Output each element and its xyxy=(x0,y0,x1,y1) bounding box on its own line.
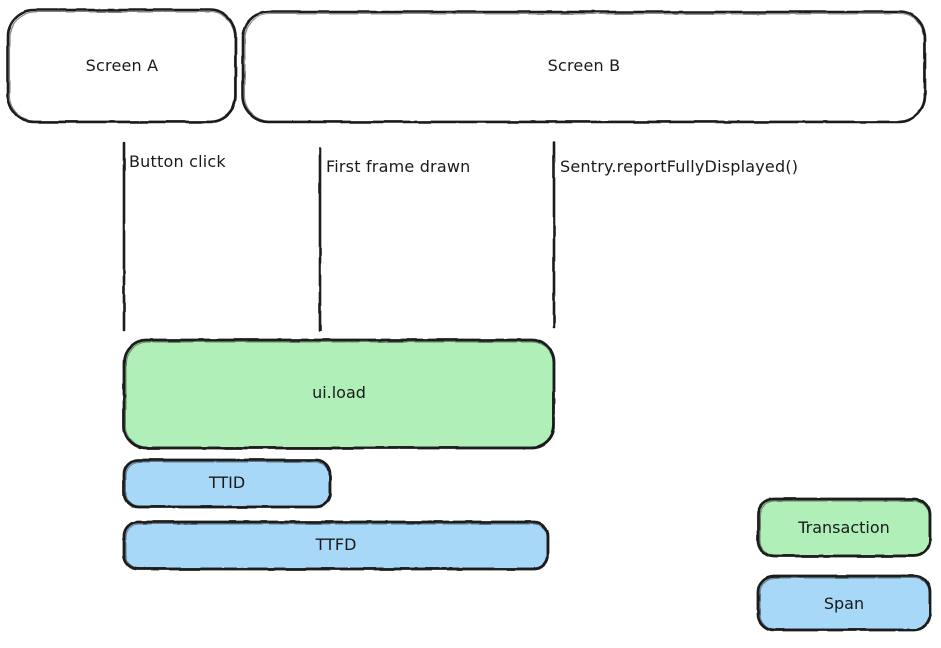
screen-a-box-overdraw xyxy=(9,11,236,122)
timeline-bars xyxy=(122,338,556,571)
bar-ttid[interactable] xyxy=(122,458,332,509)
screen-containers xyxy=(6,8,927,124)
marker-lines xyxy=(122,141,556,332)
legend xyxy=(756,497,932,632)
bar-ttfd-overdraw xyxy=(125,523,548,569)
legend-swatch-span-overdraw xyxy=(759,577,930,630)
screen-a-box[interactable] xyxy=(6,8,238,124)
bar-ttfd[interactable] xyxy=(122,520,550,571)
bar-ttid-overdraw xyxy=(125,461,330,507)
bar-ui-load[interactable] xyxy=(122,338,556,450)
screen-b-box[interactable] xyxy=(241,10,927,124)
legend-swatch-span[interactable] xyxy=(756,574,932,632)
legend-swatch-transaction[interactable] xyxy=(756,497,932,558)
screen-b-box-overdraw xyxy=(244,13,925,122)
bar-ui-load-overdraw xyxy=(125,341,554,448)
legend-swatch-transaction-overdraw xyxy=(759,500,930,556)
